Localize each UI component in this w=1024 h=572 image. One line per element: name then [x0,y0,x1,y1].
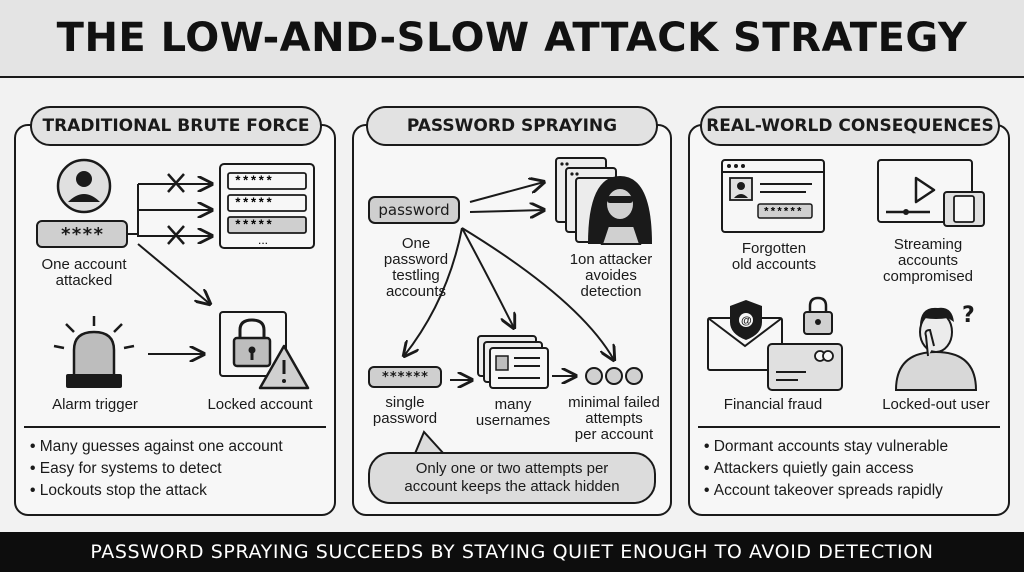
label-attacker-avoids-detection: 1on attacker avoides detection [569,251,653,300]
bullets-brute: Many guesses against one account Easy fo… [30,436,283,502]
label-streaming-compromised: Streaming accounts compromised [882,236,974,285]
label-locked-out-user: Locked-out user [882,396,990,413]
divider-brute [24,426,326,428]
bullet-item: Account takeover spreads rapidly [704,480,948,502]
bullet-item: Lockouts stop the attack [30,480,283,502]
footer-banner: PASSWORD SPRAYING SUCCEEDS BY STAYING QU… [0,532,1024,572]
heading-brute-force: TRADITIONAL BRUTE FORCE [30,106,322,146]
title-bar: THE LOW-AND-SLOW ATTACK STRATEGY [0,0,1024,78]
bullet-item: Easy for systems to detect [30,458,283,480]
divider-consequences [698,426,1000,428]
label-many-usernames: many usernames [475,396,551,429]
single-password-mask: ****** [368,366,442,388]
label-alarm-trigger: Alarm trigger [52,396,138,413]
page-title: THE LOW-AND-SLOW ATTACK STRATEGY [56,15,968,61]
label-one-password: One password testling accounts [383,235,449,300]
bullet-item: Attackers quietly gain access [704,458,948,480]
password-mask-box: **** [36,220,128,248]
heading-consequences: REAL-WORLD CONSEQUENCES [700,106,1000,146]
callout-hidden-attempts: Only one or two attempts per account kee… [368,452,656,504]
bullets-consequences: Dormant accounts stay vulnerable Attacke… [704,436,948,502]
label-minimal-failed-attempts: minimal failed attempts per account [568,394,660,443]
bullet-item: Dormant accounts stay vulnerable [704,436,948,458]
heading-password-spraying: PASSWORD SPRAYING [366,106,658,146]
label-forgotten-accounts: Forgotten old accounts [731,240,817,273]
bullet-item: Many guesses against one account [30,436,283,458]
footer-text: PASSWORD SPRAYING SUCCEEDS BY STAYING QU… [90,541,934,563]
password-word-box: password [368,196,460,224]
label-one-account-attacked: One account attacked [41,256,127,289]
label-locked-account: Locked account [207,396,313,413]
label-single-password: single password [372,394,438,427]
label-financial-fraud: Financial fraud [723,396,823,413]
